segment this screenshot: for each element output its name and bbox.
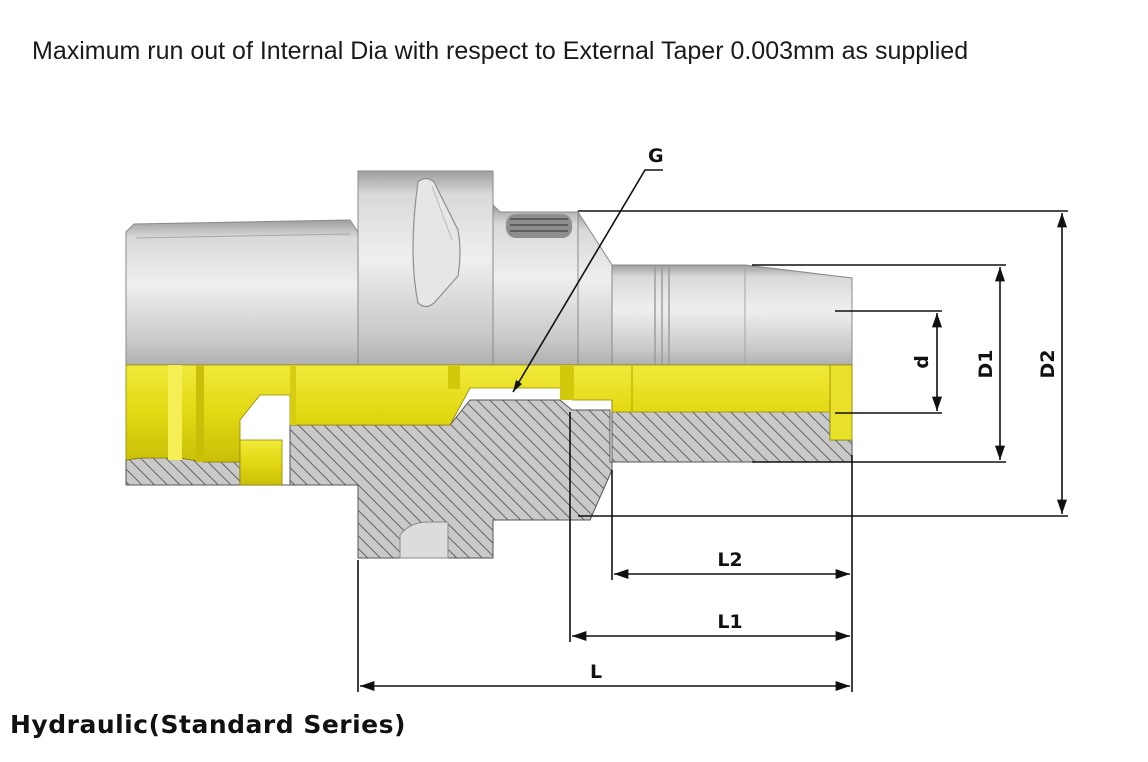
label-l2: L2 [717, 549, 742, 571]
label-d: d [911, 355, 933, 369]
section-view [125, 364, 853, 559]
label-l: L [590, 661, 602, 683]
label-l1: L1 [717, 611, 742, 633]
runout-note: Maximum run out of Internal Dia with res… [32, 37, 969, 65]
dimension-lines [357, 169, 1068, 692]
label-g: G [648, 145, 664, 167]
series-title: Hydraulic(Standard Series) [10, 710, 406, 739]
label-d2: D2 [1037, 350, 1059, 379]
label-d1: D1 [975, 350, 997, 379]
g-leader-arrowhead [513, 380, 522, 392]
external-view [125, 170, 853, 366]
